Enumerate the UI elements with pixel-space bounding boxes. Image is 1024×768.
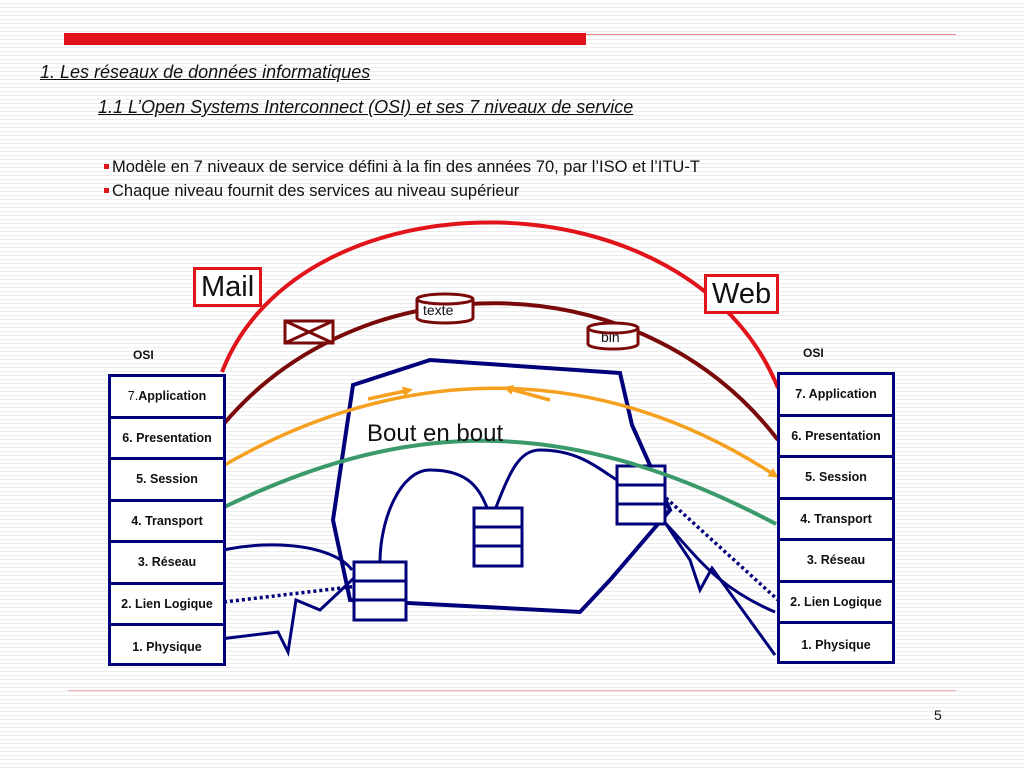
router-icon <box>615 464 667 526</box>
bin-cylinder-icon <box>586 321 640 351</box>
osi-stack-left: 7. Application 6. Presentation 5. Sessio… <box>108 374 226 666</box>
layer-application: 7. Application <box>780 375 892 417</box>
layer-transport: 4. Transport <box>111 502 223 543</box>
slide-subtitle: 1.1 L’Open Systems Interconnect (OSI) et… <box>98 97 634 117</box>
bullet-marker-icon <box>104 188 109 193</box>
layer-data-link: 2. Lien Logique <box>111 585 223 626</box>
layer-physical: 1. Physique <box>132 639 202 654</box>
texte-cylinder-icon <box>415 292 475 325</box>
end-to-end-label: Bout en bout <box>367 420 504 447</box>
layer-physical: 1. Physique <box>801 637 871 652</box>
osi-stack-right: 7. Application 6. Presentation 5. Sessio… <box>777 372 895 664</box>
bullet-item: Modèle en 7 niveaux de service défini à … <box>104 155 700 179</box>
osi-label-left: OSI <box>133 348 154 362</box>
layer-session: 5. Session <box>780 458 892 500</box>
osi-label-right: OSI <box>803 346 824 360</box>
presentation-arc-darkred <box>220 301 780 442</box>
bullet-item: Chaque niveau fournit des services au ni… <box>104 179 700 203</box>
router-icon <box>472 506 524 568</box>
page-number: 5 <box>934 707 942 723</box>
orange-arrow-right <box>367 386 413 401</box>
dotted-link-right <box>664 496 780 602</box>
transport-arc-green <box>213 438 777 526</box>
bin-label: bin <box>601 329 620 345</box>
bullet-marker-icon <box>104 164 109 169</box>
layer-network: 3. Réseau <box>780 541 892 583</box>
session-arc-orange <box>207 386 779 478</box>
texte-label: texte <box>423 302 454 318</box>
layer-application: 7. Application <box>111 377 223 419</box>
title-accent-bar <box>64 33 586 45</box>
layer-presentation: 6. Presentation <box>111 419 223 460</box>
mail-label: Mail <box>193 267 263 307</box>
layer-session: 5. Session <box>111 460 223 502</box>
layer-transport: 4. Transport <box>780 500 892 541</box>
lightning-link-right <box>648 499 777 656</box>
web-label: Web <box>704 274 780 314</box>
title-accent-line <box>586 34 956 35</box>
layer-network: 3. Réseau <box>111 543 223 585</box>
slide-title: 1. Les réseaux de données informatiques <box>40 62 371 82</box>
bullet-list: Modèle en 7 niveaux de service défini à … <box>104 155 700 203</box>
lightning-link-left <box>211 576 356 657</box>
dotted-link-left <box>223 584 359 604</box>
router-icon <box>352 560 408 622</box>
layer-presentation: 6. Presentation <box>780 417 892 458</box>
layer-data-link: 2. Lien Logique <box>780 583 892 624</box>
envelope-icon <box>283 319 335 345</box>
footer-divider <box>68 690 956 691</box>
